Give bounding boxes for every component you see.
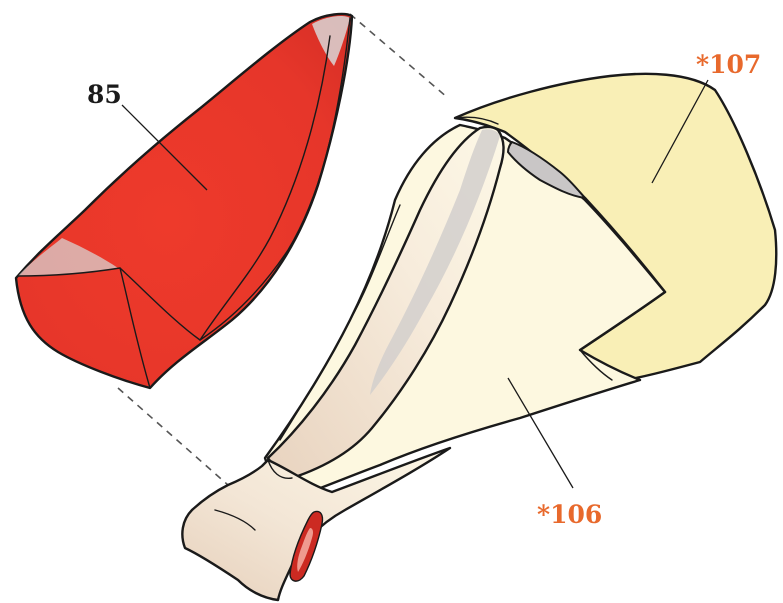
label-106: *106 xyxy=(537,500,602,529)
projection-line-top xyxy=(350,14,448,98)
projection-line-bottom xyxy=(118,388,228,485)
label-85: 85 xyxy=(87,80,122,109)
muscle-85 xyxy=(16,14,352,388)
muscle-body xyxy=(16,14,352,388)
label-107: *107 xyxy=(696,50,761,79)
